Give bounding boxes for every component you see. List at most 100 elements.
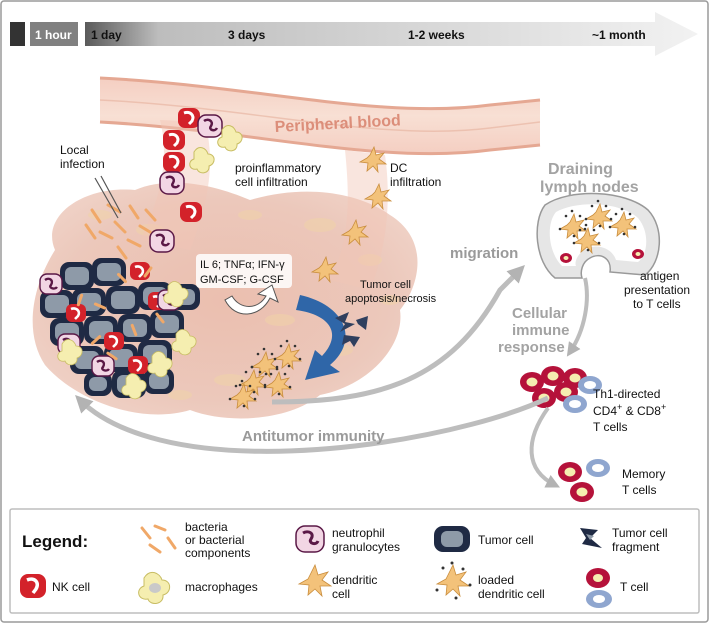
cytokine-line-2: GM-CSF; G-CSF — [200, 274, 284, 286]
t-cell — [632, 249, 644, 259]
ln-to-tcell-arrow — [566, 277, 589, 357]
legend-neutrophil-line-1: neutrophil — [332, 526, 385, 540]
dc-cells — [310, 145, 393, 284]
legend-tumor-fragment-line-2: fragment — [612, 540, 660, 554]
loaded-dendritic-cell — [238, 365, 268, 397]
cd4-label: CD4 — [593, 404, 617, 418]
t-cell — [558, 462, 582, 482]
legend-dendritic-line-2: cell — [332, 587, 350, 601]
tumor-cell — [92, 258, 126, 286]
timeline-label-1-month: ~1 month — [592, 28, 646, 42]
timeline: 1 hour 1 day 3 days 1-2 weeks ~1 month — [10, 12, 698, 56]
timeline-arrow — [85, 12, 698, 56]
migration-label: migration — [450, 245, 518, 262]
th1-line-1: Th1-directed — [593, 387, 660, 401]
loaded-dendritic-cell — [608, 207, 638, 239]
legend-tumor-fragment-icon — [580, 528, 602, 548]
loaded-dendritic-cell — [250, 347, 280, 379]
macrophage — [147, 351, 173, 378]
tumor-fragment — [342, 335, 360, 347]
legend-neutrophil-icon — [295, 525, 325, 553]
loaded-dendritic-cell — [273, 339, 303, 371]
nk-cell — [178, 108, 200, 128]
dendritic-cell — [310, 255, 340, 284]
antigen-line-3: to T cells — [633, 297, 681, 311]
neutrophil — [159, 171, 185, 195]
legend-macrophage-icon — [138, 571, 171, 604]
legend-bacteria-line-3: components — [185, 546, 250, 560]
nk-cell — [163, 152, 185, 172]
legend-loaded-dendritic-icon — [435, 561, 472, 600]
macrophage — [121, 373, 147, 400]
nk-cell — [104, 332, 124, 350]
legend-t-cell-icon — [586, 568, 612, 608]
memory-cells — [558, 459, 610, 502]
legend-loaded-dendritic-line-2: dendritic cell — [478, 587, 545, 601]
timeline-label-1-hour: 1 hour — [35, 28, 72, 42]
nk-cell — [128, 356, 148, 374]
migration-arrow — [271, 265, 525, 405]
memory-arrow — [529, 406, 561, 488]
cellular-line-3: response — [498, 339, 565, 356]
legend-bacteria-line-1: bacteria — [185, 520, 228, 534]
loaded-dendritic-cell — [584, 199, 614, 231]
dc-infiltration-line-1: DC — [390, 161, 408, 175]
legend-macrophage-label: macrophages — [185, 580, 258, 594]
t-cell — [541, 366, 565, 386]
neutrophil — [197, 114, 223, 138]
tumor-cluster — [39, 258, 200, 400]
apoptosis-arrow — [296, 295, 346, 380]
neutrophil — [91, 355, 115, 377]
legend-dendritic-cell-icon — [297, 563, 333, 598]
bacterium — [143, 266, 153, 278]
legend-nk-cell-icon — [20, 574, 46, 598]
cellular-line-2: immune — [512, 322, 570, 339]
legend-tumor-cell-icon — [434, 526, 470, 552]
tumor-fragment — [335, 312, 355, 332]
draining-line-2: lymph nodes — [540, 179, 639, 196]
lymph-node-cells — [558, 199, 644, 263]
nk-cell — [163, 130, 185, 150]
timeline-label-3-days: 3 days — [228, 28, 266, 42]
infection-needle — [94, 175, 122, 219]
timeline-label-1-day: 1 day — [91, 28, 122, 42]
legend-box — [9, 508, 700, 614]
neutrophil — [39, 273, 63, 295]
tumor-cell — [84, 372, 112, 396]
tumor-apoptosis-line-1: Tumor cell — [360, 279, 411, 291]
proinflammatory-line-2: cell infiltration — [235, 175, 308, 189]
legend-loaded-dendritic-line-1: loaded — [478, 573, 514, 587]
antitumor-label: Antitumor immunity — [242, 428, 385, 445]
timeline-start-block — [10, 22, 25, 46]
legend-bacteria-icon — [140, 524, 177, 554]
macrophage — [57, 339, 83, 366]
th1-line-2: CD4+ & CD8+ — [593, 402, 666, 418]
legend: Legend: bacteria or bacterial components… — [9, 508, 700, 614]
dendritic-cell — [340, 218, 370, 247]
draining-line-1: Draining — [548, 161, 613, 178]
legend-tumor-fragment-line-1: Tumor cell — [612, 526, 668, 540]
cd8-plus: + — [661, 402, 666, 412]
legend-tumor-cell-label: Tumor cell — [478, 533, 534, 547]
legend-bacteria-line-2: or bacterial — [185, 533, 244, 547]
timeline-hour-block — [30, 22, 78, 46]
bacterium — [76, 293, 84, 307]
antigen-line-1: antigen — [640, 269, 679, 283]
t-cell — [586, 459, 610, 477]
loaded-dendritic-cell — [572, 223, 602, 255]
memory-line-2: T cells — [622, 483, 656, 497]
cellular-line-1: Cellular — [512, 305, 567, 322]
dendritic-cell — [363, 182, 393, 211]
nk-cell — [66, 304, 86, 322]
tumor-apoptosis-line-2: apoptosis/necrosis — [345, 293, 437, 305]
legend-nk-cell-label: NK cell — [52, 580, 90, 594]
bacterium — [93, 302, 107, 310]
loaded-dcs — [228, 339, 303, 411]
macrophage — [171, 329, 197, 356]
antitumor-arrow — [75, 395, 550, 454]
peripheral-blood-label: Peripheral blood — [274, 112, 401, 136]
macrophage — [163, 281, 189, 308]
t-cell — [560, 253, 572, 263]
